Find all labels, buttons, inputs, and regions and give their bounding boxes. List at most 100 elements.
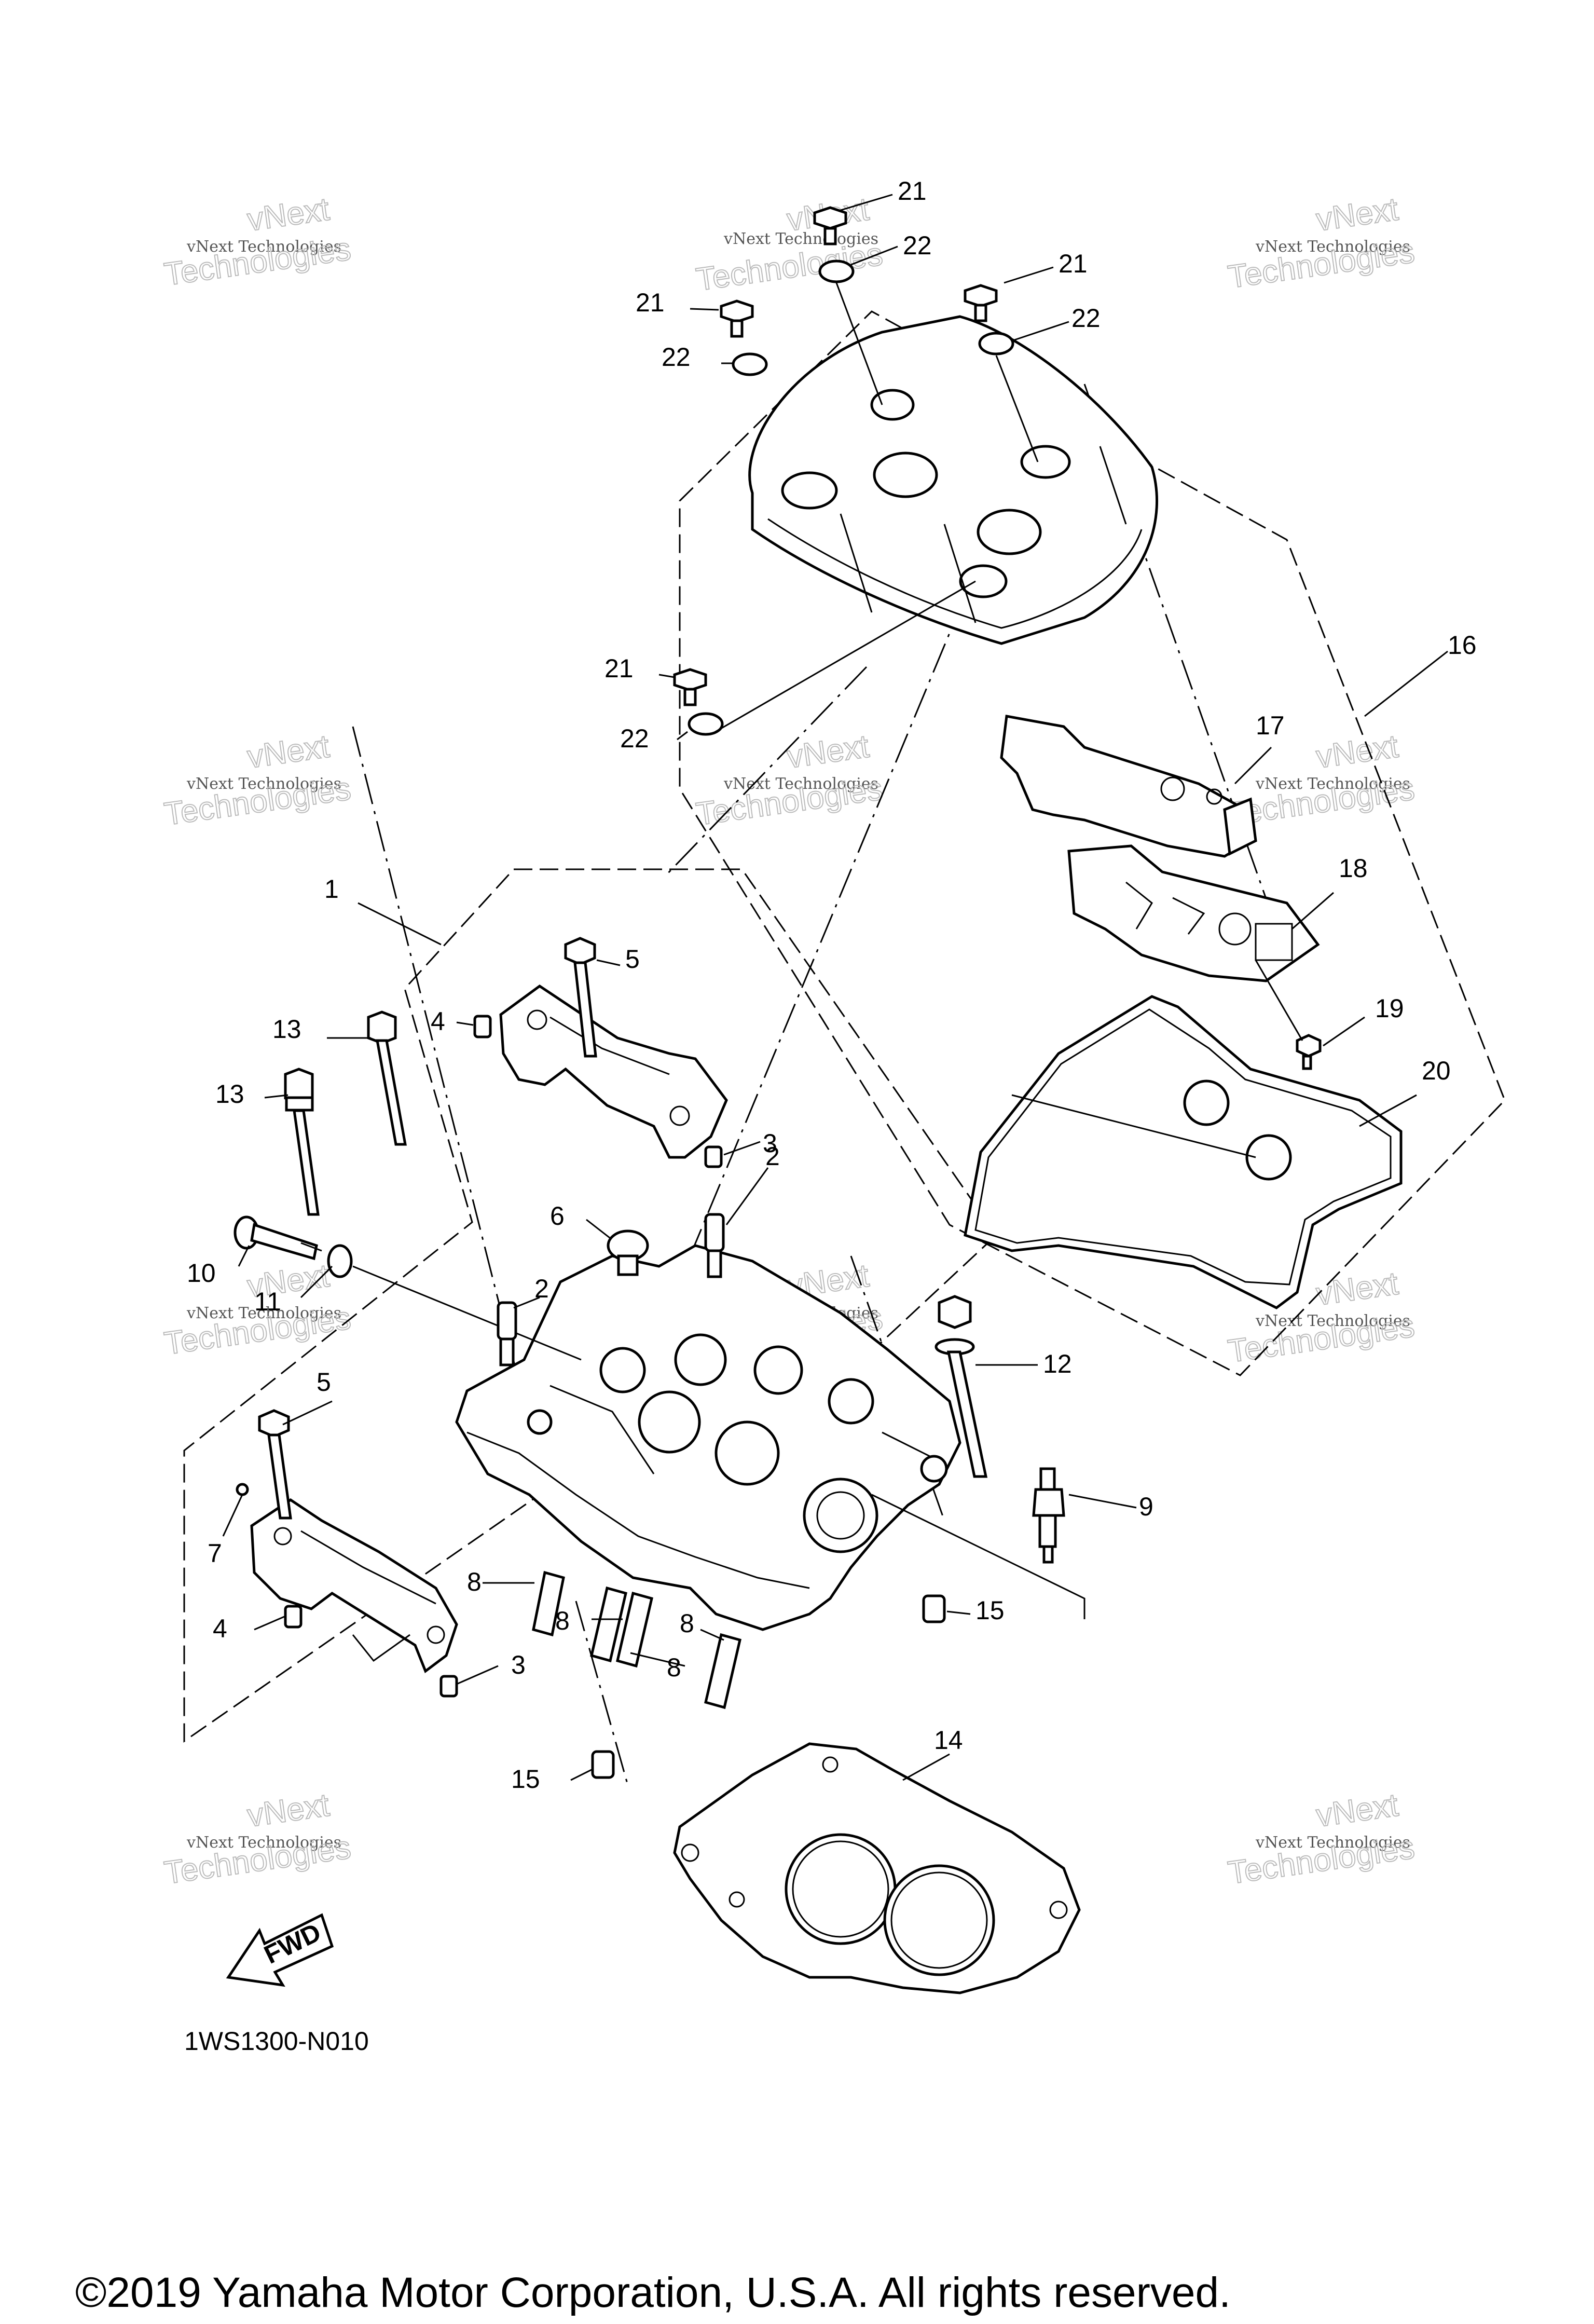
callout-22-top: 22	[903, 231, 932, 260]
callout-18: 18	[1339, 854, 1368, 883]
callout-21-lower: 21	[604, 654, 634, 683]
washer-22-right	[978, 332, 1014, 356]
stud-8-c	[590, 1586, 627, 1663]
svg-text:vNext Technologies: vNext Technologies	[186, 775, 341, 793]
callout-21-top: 21	[898, 176, 927, 206]
svg-text:vNext: vNext	[1314, 191, 1400, 238]
callout-4-lower: 4	[213, 1614, 227, 1643]
callout-5-upper: 5	[625, 945, 640, 974]
dowel-15-lower	[591, 1750, 615, 1779]
cover-bolt-21-top	[813, 206, 847, 245]
callout-2-left: 2	[534, 1274, 549, 1303]
callout-labels: 21 22 21 22 21 22 21 22 16 17 18 19 20 1…	[187, 176, 1477, 1794]
callout-8-a: 8	[467, 1567, 482, 1596]
dowel-4-lower	[284, 1605, 303, 1629]
dowel-3-upper	[704, 1145, 723, 1168]
copyright-notice: ©2019 Yamaha Motor Corporation, U.S.A. A…	[75, 2269, 1231, 2316]
callout-7: 7	[208, 1539, 222, 1568]
svg-text:vNext: vNext	[1314, 1265, 1400, 1312]
svg-text:vNext: vNext	[245, 191, 332, 238]
forward-direction-arrow: FWD	[226, 1913, 334, 1987]
callout-21-left: 21	[636, 288, 665, 317]
svg-text:vNext Technologies: vNext Technologies	[723, 230, 878, 248]
bolt-13-a	[367, 1010, 407, 1146]
callout-3-upper: 3	[763, 1129, 777, 1158]
svg-text:vNext Technologies: vNext Technologies	[186, 1834, 341, 1852]
callout-8-d: 8	[667, 1653, 681, 1682]
callout-19: 19	[1375, 994, 1404, 1023]
svg-text:vNext Technologies: vNext Technologies	[1255, 1834, 1410, 1852]
callout-4-upper: 4	[431, 1007, 445, 1036]
svg-text:vNext Technologies: vNext Technologies	[1255, 238, 1410, 256]
callout-11: 11	[254, 1287, 281, 1316]
watermark-mid-left: vNext Technologies vNext Technologies	[161, 728, 353, 832]
screw-path-19	[1255, 960, 1303, 1041]
svg-text:vNext: vNext	[1314, 728, 1400, 775]
callout-13-a: 13	[272, 1015, 301, 1044]
callout-13-b: 13	[215, 1079, 244, 1109]
callout-21-right: 21	[1059, 249, 1088, 278]
bolt-5-lower	[258, 1409, 292, 1520]
dowel-3-lower	[439, 1675, 458, 1698]
cover-bolt-21-left	[720, 299, 754, 338]
pin-7-leader	[222, 1494, 243, 1537]
cylinder-head	[455, 1244, 961, 1631]
washer-11	[327, 1244, 353, 1278]
bolt-path-top	[835, 282, 883, 405]
breather-plate-17	[1000, 715, 1257, 858]
bolt-path-right	[995, 355, 1039, 462]
watermark-mid-right: vNext Technologies vNext Technologies	[1225, 728, 1417, 832]
stud-8-d	[704, 1633, 741, 1710]
pin-7	[236, 1483, 249, 1496]
svg-text:vNext: vNext	[245, 728, 332, 775]
screw-19	[1296, 1034, 1322, 1070]
svg-text:vNext: vNext	[785, 728, 871, 775]
callout-22-right: 22	[1071, 304, 1101, 333]
stud-8-a	[532, 1570, 565, 1637]
callout-5-lower: 5	[317, 1368, 331, 1397]
watermark-top-center: vNext Technologies vNext Technologies	[693, 190, 885, 298]
watermark-top-right: vNext Technologies vNext Technologies	[1225, 190, 1417, 295]
cover-bolt-21-lower	[673, 668, 707, 706]
callout-22-lower: 22	[620, 724, 649, 753]
callout-8-b: 8	[555, 1606, 570, 1635]
diagram-code: 1WS1300-N010	[184, 2027, 369, 2056]
washer-22-top	[818, 259, 855, 283]
callout-15-right: 15	[975, 1596, 1005, 1625]
watermark-bottom-left: vNext Technologies vNext Technologies	[161, 1786, 353, 1891]
callout-10: 10	[187, 1259, 216, 1288]
callout-2-right: 2	[765, 1142, 780, 1171]
callout-8-c: 8	[680, 1609, 694, 1638]
camshaft-cap-lower	[250, 1498, 458, 1673]
bolt-5-upper	[564, 937, 597, 1058]
spark-plug-path	[871, 1494, 1085, 1619]
cover-gasket-20	[964, 995, 1403, 1309]
fitting-2-right	[704, 1213, 725, 1278]
svg-text:vNext Technologies: vNext Technologies	[186, 238, 341, 256]
dowel-4-upper	[473, 1015, 492, 1038]
washer-22-left	[732, 352, 768, 376]
callout-9: 9	[1139, 1492, 1153, 1521]
watermark-bottom-right: vNext Technologies vNext Technologies	[1225, 1786, 1417, 1891]
callout-1: 1	[324, 874, 339, 904]
stud-8-b	[616, 1591, 653, 1668]
callout-15-lower: 15	[511, 1765, 540, 1794]
plug-6	[607, 1229, 649, 1276]
callout-22-left: 22	[662, 343, 691, 372]
cylinder-head-cover	[748, 315, 1159, 645]
fitting-2-left	[497, 1301, 517, 1366]
callout-17: 17	[1256, 711, 1285, 740]
callout-14: 14	[934, 1726, 963, 1755]
cylinder-head-gasket-14	[673, 1742, 1081, 1994]
callout-3-lower: 3	[511, 1650, 526, 1679]
svg-text:vNext: vNext	[1314, 1787, 1400, 1834]
washer-22-lower	[688, 712, 724, 736]
watermark-top-left: vNext Technologies vNext Technologies	[161, 190, 353, 293]
bolt-10	[233, 1215, 322, 1261]
bolt-12	[935, 1295, 988, 1478]
dowel-15-right	[922, 1594, 946, 1623]
callout-12: 12	[1043, 1349, 1072, 1378]
bolt-path-lower	[710, 580, 976, 735]
assembly-centerline-e	[575, 1601, 629, 1786]
